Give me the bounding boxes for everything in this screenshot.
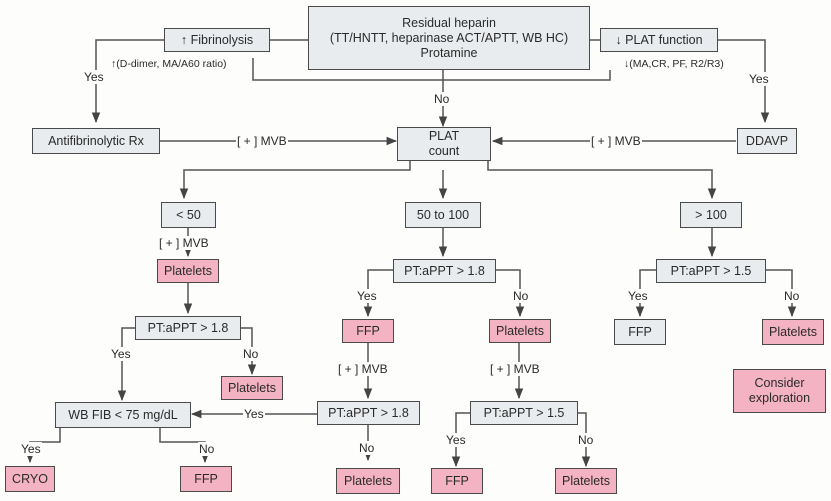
fibrinolysis-note: ↑(D-dimer, MA/A60 ratio) (111, 58, 227, 70)
ffp-box-low: FFP (180, 466, 232, 492)
pt-appt-box-mid-2: PT:aPPT > 1.8 (317, 401, 420, 425)
plat-count-box: PLAT count (397, 127, 491, 161)
pt-appt-box-mid-3: PT:aPPT > 1.5 (470, 401, 578, 425)
ffp-box-mid: FFP (342, 319, 394, 343)
platelets-box-mid: Platelets (489, 319, 551, 343)
wb-fib-box: WB FIB < 75 mg/dL (55, 402, 191, 428)
mvb-label-mid-left: [ + ] MVB (337, 362, 389, 376)
no-label-top: No (433, 92, 451, 106)
mvb-label-low: [ + ] MVB (158, 236, 210, 250)
pt-appt-box-high: PT:aPPT > 1.5 (656, 259, 766, 283)
antifibrinolytic-box: Antifibrinolytic Rx (32, 128, 160, 154)
consider-exploration-box: Consider exploration (733, 369, 826, 413)
yes-label-mid: Yes (356, 289, 378, 303)
yes-label-low: Yes (110, 347, 132, 361)
yes-label-mid-3: Yes (445, 433, 467, 447)
no-label-mid-3: No (577, 433, 595, 447)
no-label-high: No (783, 289, 801, 303)
yes-label-cryo: Yes (20, 442, 42, 456)
platelets-box-mid-2: Platelets (336, 468, 400, 494)
yes-label-high: Yes (627, 289, 649, 303)
consider-line1: Consider (754, 376, 805, 390)
pt-appt-box-low: PT:aPPT > 1.8 (135, 316, 241, 340)
residual-heparin-line1: Residual heparin (402, 15, 496, 30)
count-low-box: < 50 (161, 202, 216, 228)
residual-heparin-box: Residual heparin (TT/HNTT, heparinase AC… (308, 6, 590, 70)
no-label-mid: No (512, 289, 530, 303)
consider-line2: exploration (748, 391, 811, 405)
platelets-box-low-2: Platelets (221, 376, 283, 400)
count-mid-box: 50 to 100 (405, 202, 481, 228)
cryo-box: CRYO (5, 466, 55, 492)
no-label-low: No (242, 347, 260, 361)
ddavp-box: DDAVP (737, 128, 797, 154)
no-label-mid-2: No (358, 441, 376, 455)
platelets-box-high: Platelets (762, 319, 824, 345)
platelets-box-low: Platelets (157, 259, 219, 283)
plat-count-line1: PLAT (428, 129, 460, 143)
plat-count-line2: count (428, 144, 460, 158)
yes-label-fibrinolysis: Yes (83, 70, 105, 84)
residual-heparin-line2: (TT/HNTT, heparinase ACT/APTT, WB HC) (329, 30, 569, 45)
count-high-box: > 100 (680, 202, 742, 228)
mvb-label-mid-right: [ + ] MVB (489, 362, 541, 376)
plat-function-note: ↓(MA,CR, PF, R2/R3) (624, 58, 724, 70)
platelets-box-mid-3: Platelets (555, 468, 617, 494)
fibrinolysis-box: ↑ Fibrinolysis (164, 28, 270, 52)
pt-appt-box-mid: PT:aPPT > 1.8 (393, 259, 496, 283)
mvb-label-left: [ + ] MVB (236, 134, 288, 148)
plat-function-box: ↓ PLAT function (600, 28, 718, 52)
ffp-box-mid-2: FFP (431, 468, 483, 494)
yes-label-wbfib: Yes (243, 407, 265, 421)
ffp-box-high: FFP (614, 319, 666, 345)
mvb-label-right: [ + ] MVB (590, 134, 642, 148)
no-label-ffp-low: No (198, 442, 216, 456)
yes-label-plat-function: Yes (748, 72, 770, 86)
residual-heparin-line3: Protamine (420, 45, 478, 60)
